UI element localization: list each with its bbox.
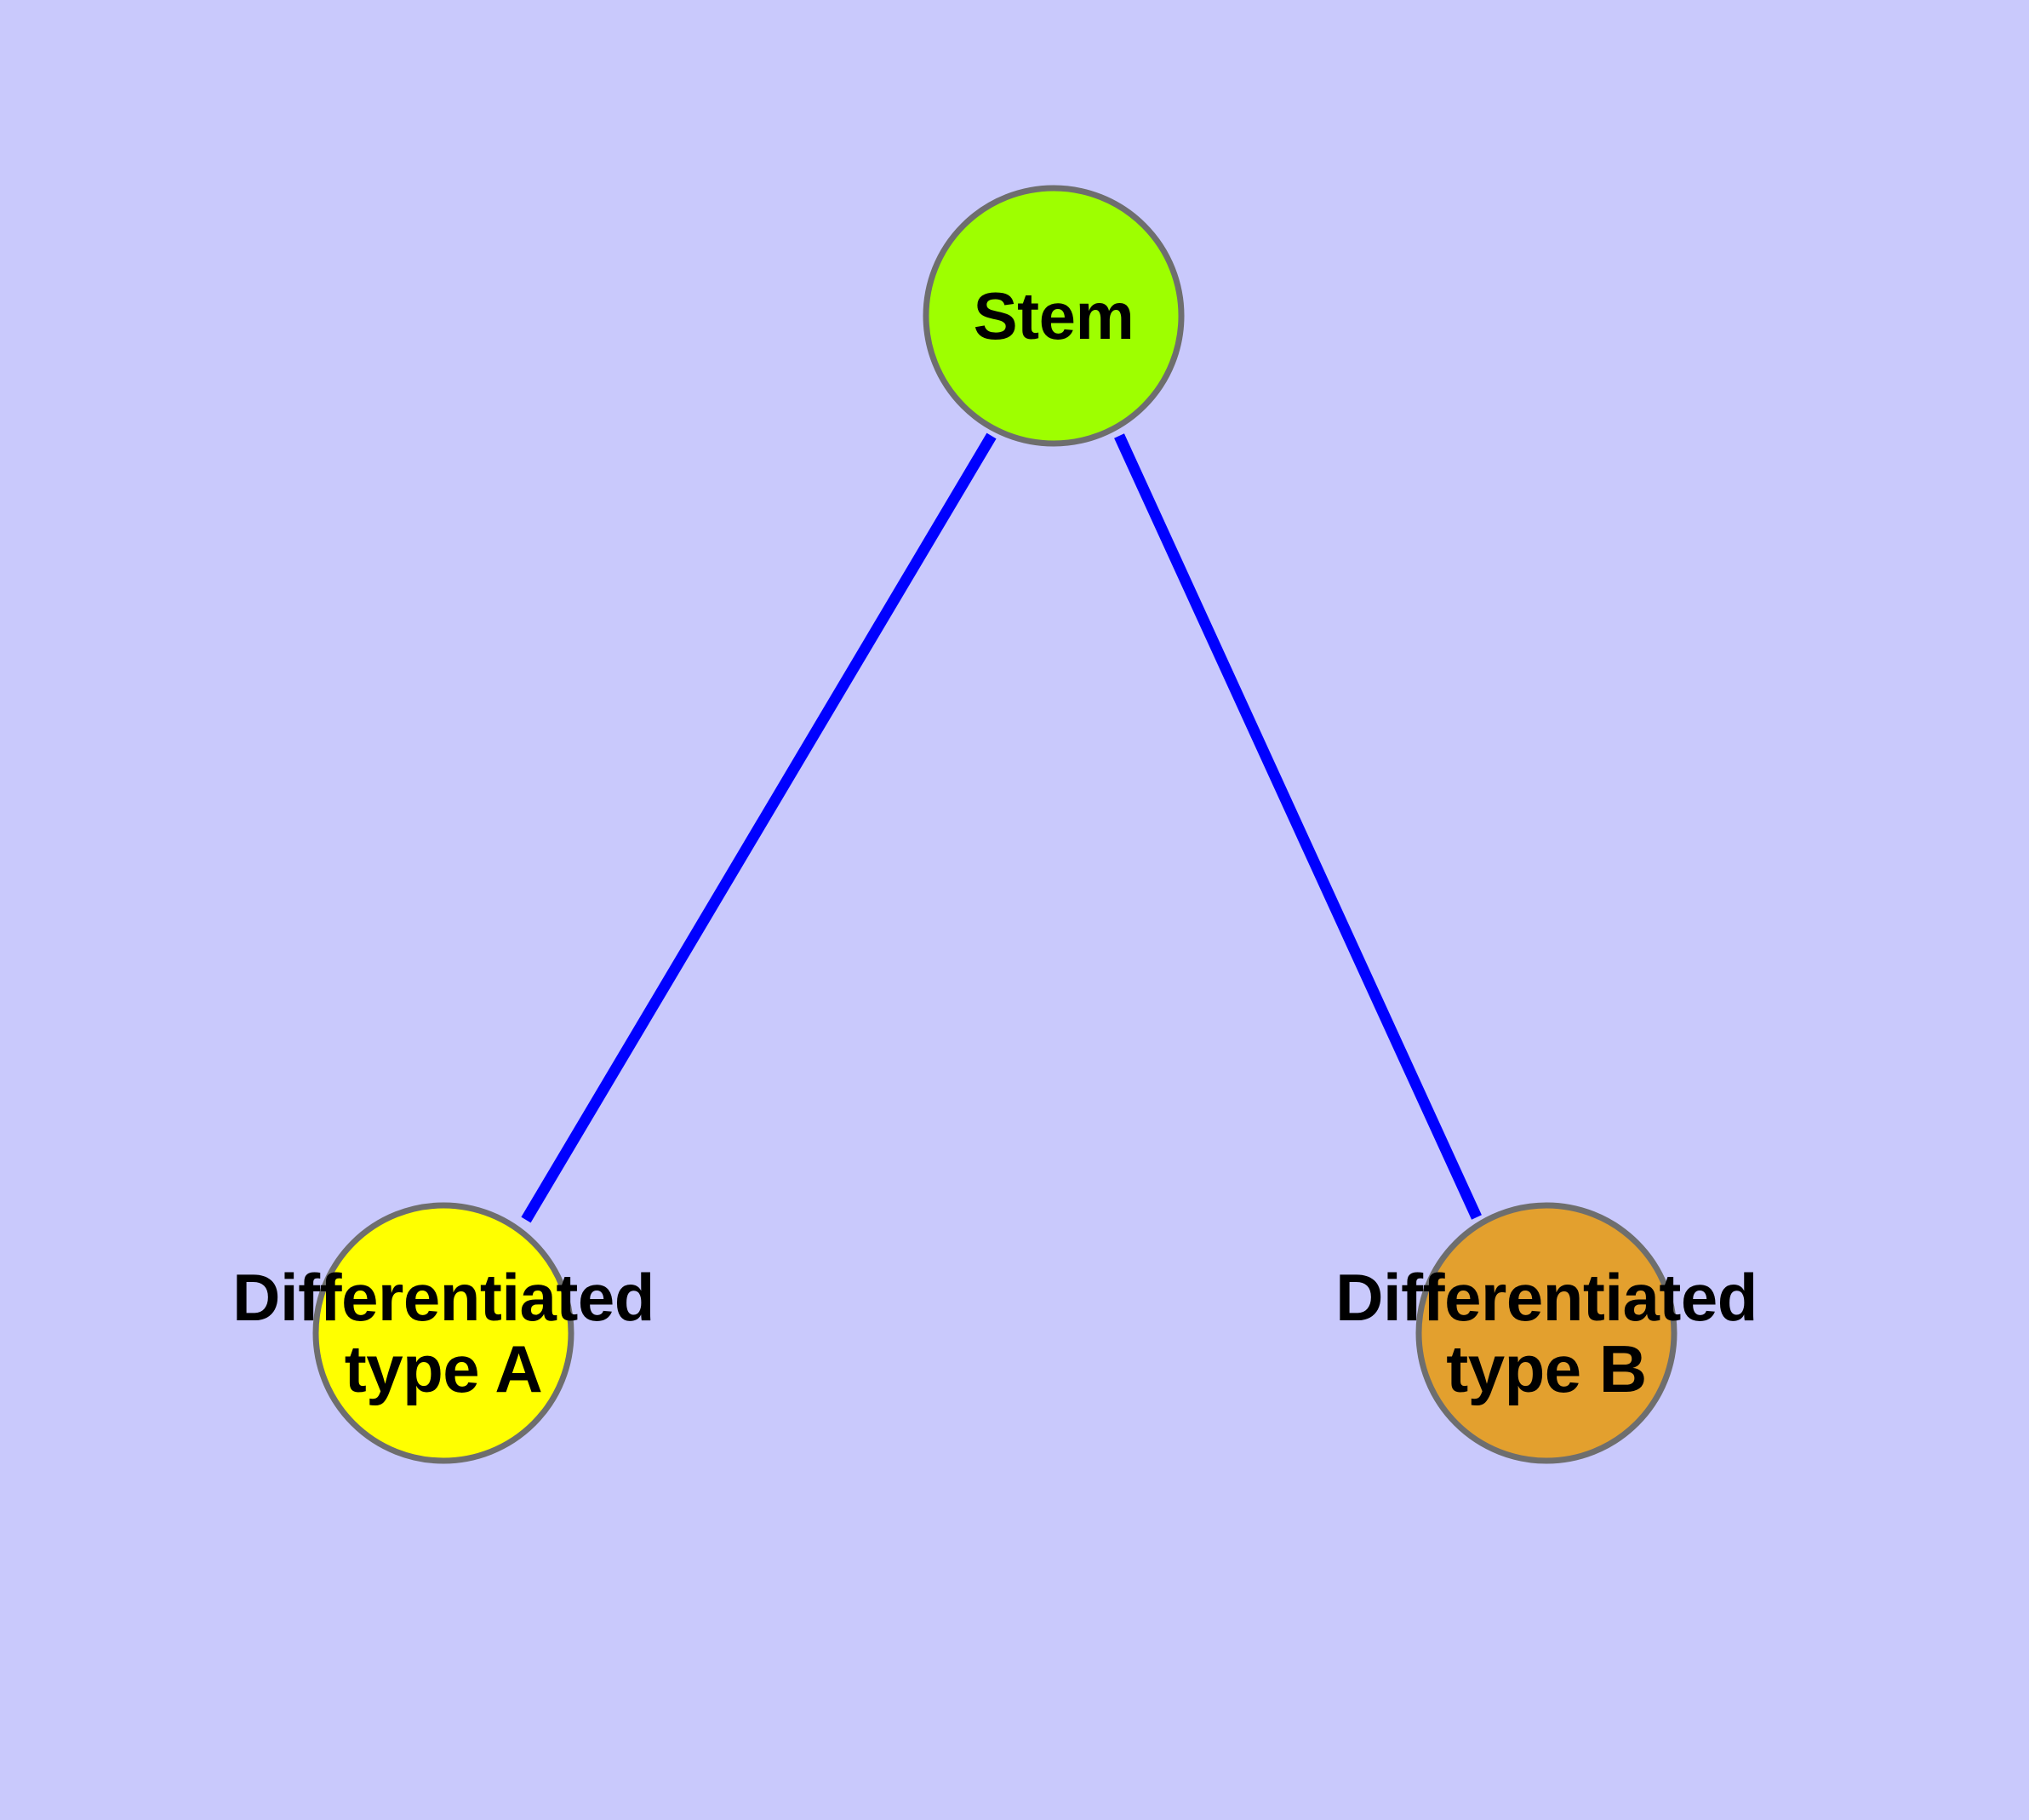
graph-node-diff-b[interactable] (1415, 1202, 1677, 1464)
edge-layer (521, 432, 1482, 1223)
graph-edge-stem-to-diff-b[interactable] (1114, 433, 1482, 1220)
graph-node-diff-a[interactable] (312, 1202, 574, 1464)
graph-node-stem[interactable] (923, 185, 1185, 447)
graph-edge-stem-to-diff-a[interactable] (521, 432, 997, 1223)
node-layer (312, 185, 1677, 1464)
